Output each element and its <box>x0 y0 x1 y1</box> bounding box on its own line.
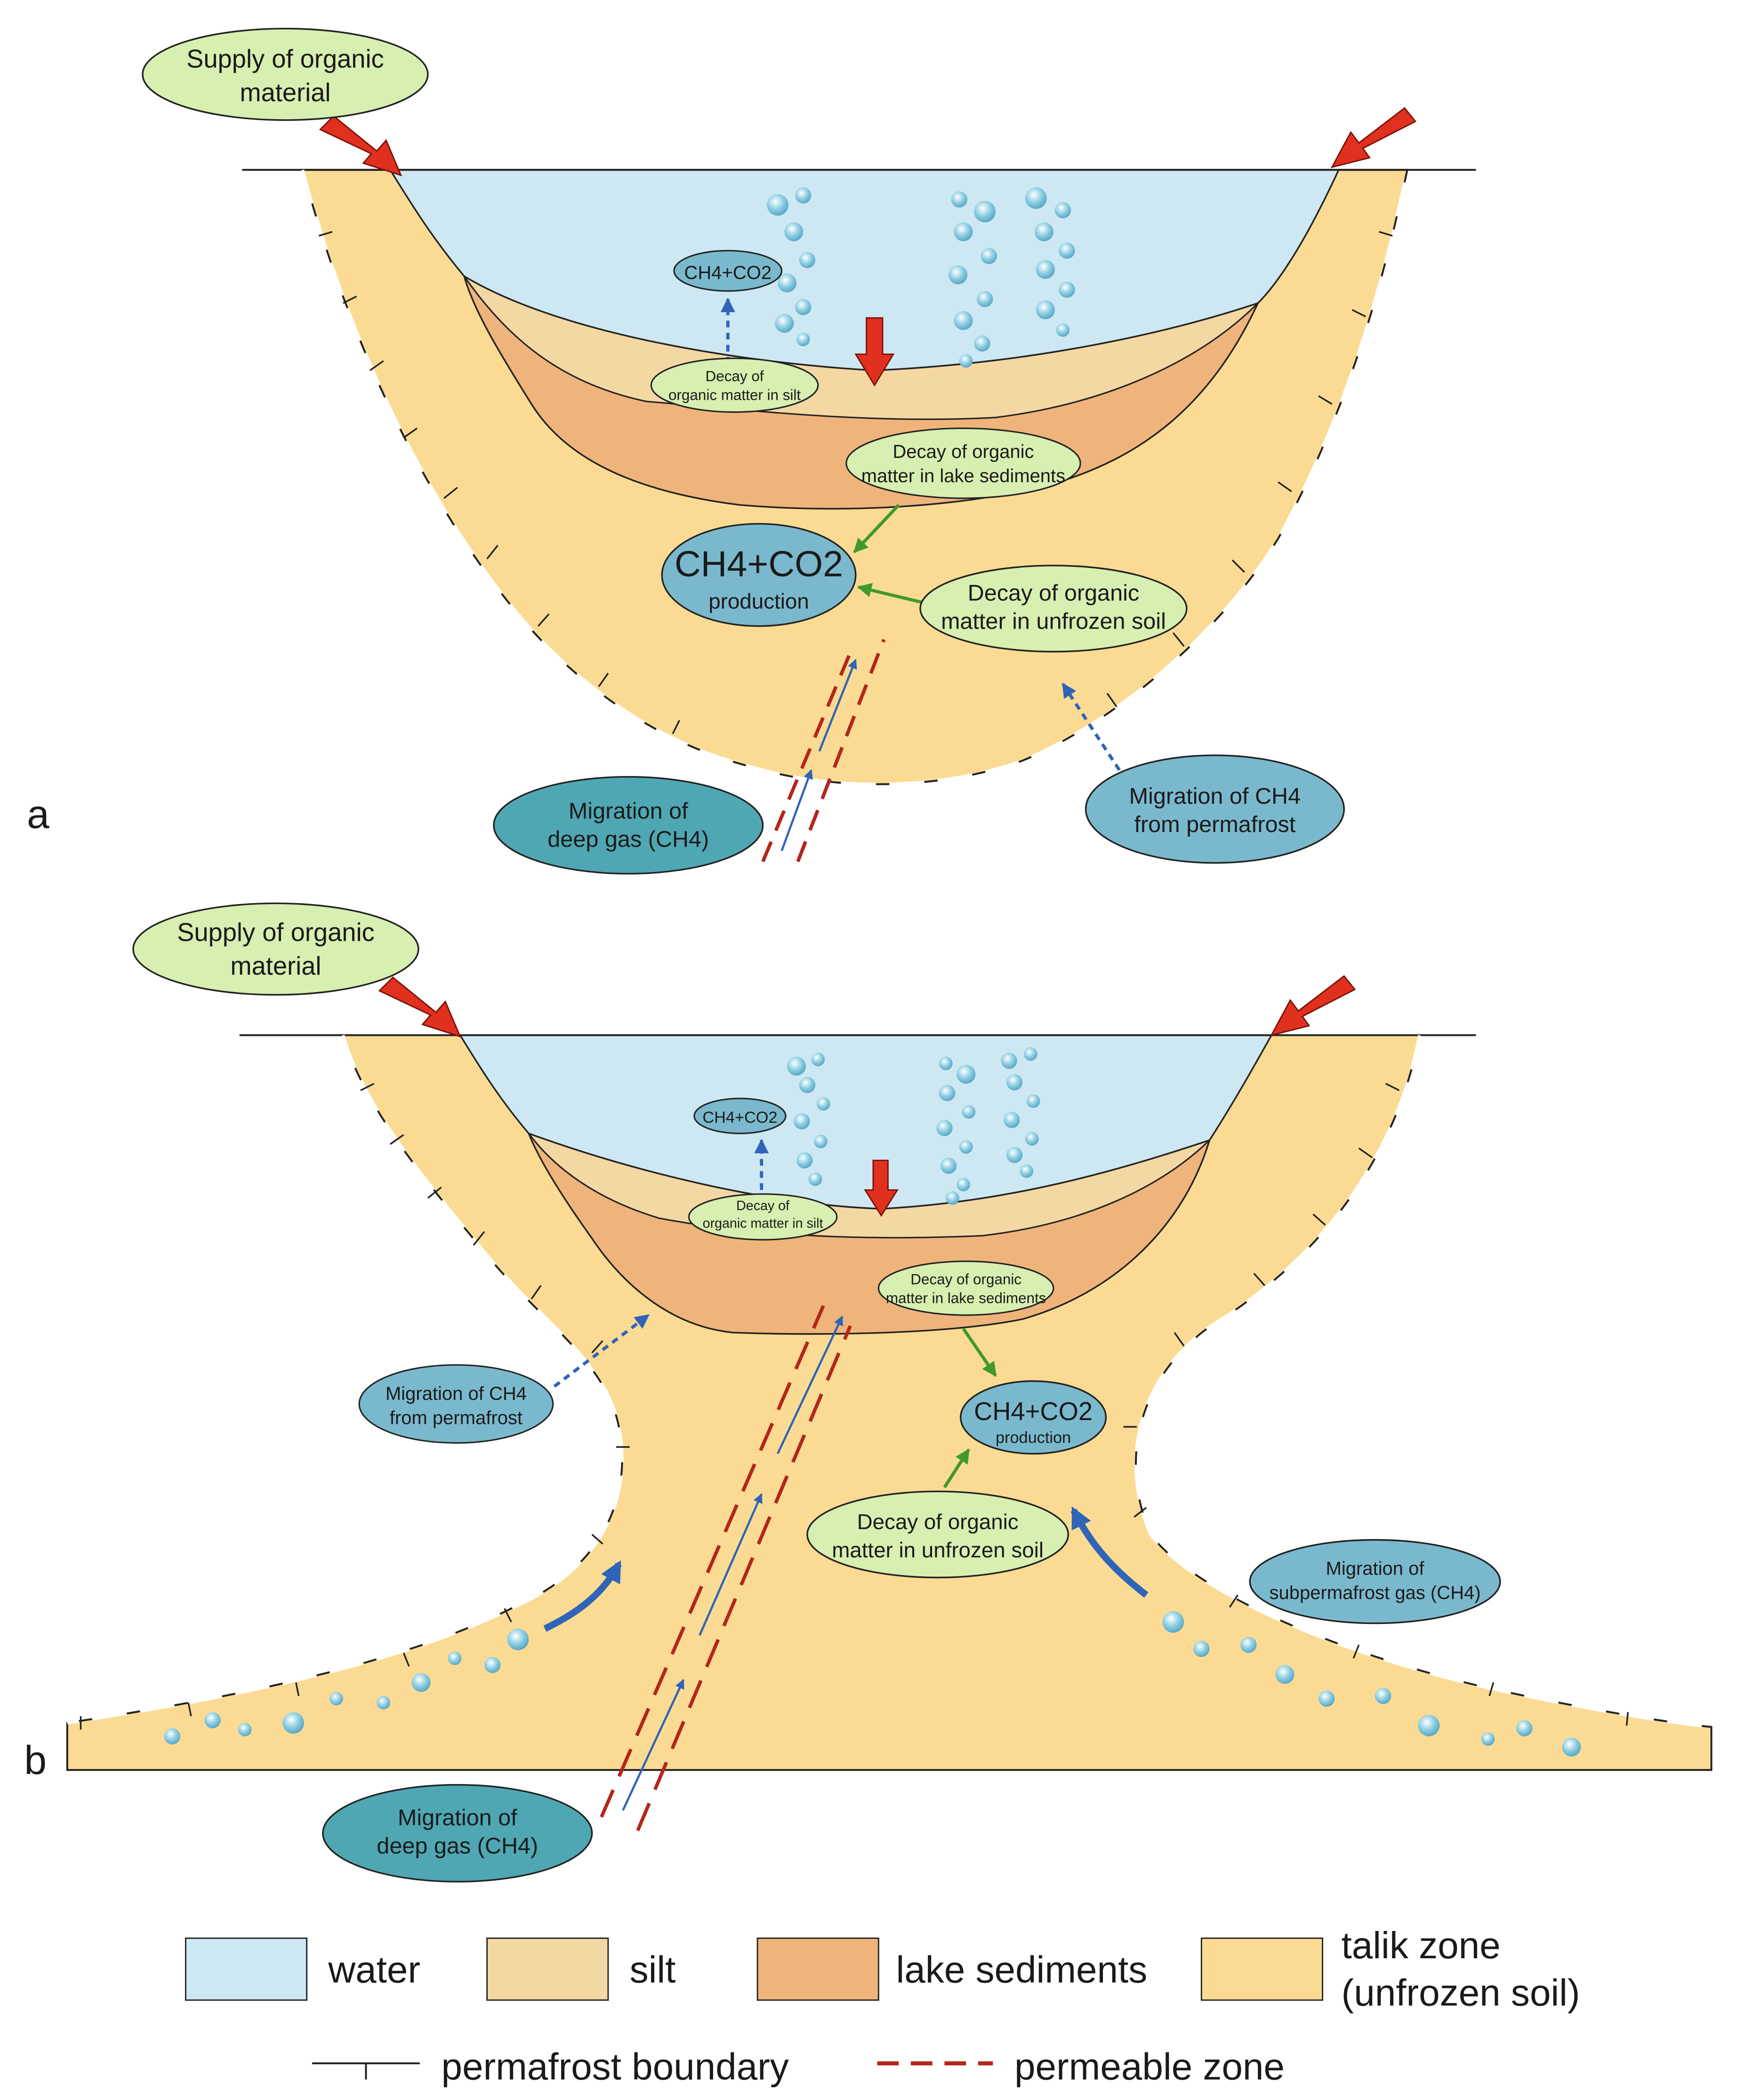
red-arrow-down-b <box>864 1159 899 1217</box>
deep-gas-arrow-a-1 <box>780 769 813 851</box>
panel-a: Supply of organic material CH4+CO2 Decay… <box>27 27 1476 875</box>
svg-text:Supply of organic: Supply of organic <box>177 918 375 946</box>
decay-soil-bubble-a: Decay of organic matter in unfrozen soil <box>919 565 1188 653</box>
permafrost-ticks-a <box>318 231 1393 735</box>
deep-gas-arrow-b-2 <box>699 1493 763 1636</box>
decay-silt-bubble-b: Decay of organic matter in silt <box>688 1193 838 1241</box>
supply-organic-bubble-b: Supply of organic material <box>132 902 419 996</box>
legend-swatch-silt <box>486 1937 609 2001</box>
svg-text:Decay of: Decay of <box>706 368 764 385</box>
legend-label-permeable-zone: permeable zone <box>1014 2045 1285 2087</box>
red-arrow-down-a <box>854 317 895 387</box>
legend-label-talik-1: talik zone <box>1342 1924 1501 1966</box>
legend-symbol-permafrost-boundary <box>312 2062 420 2080</box>
deep-gas-bubble-a: Migration of deep gas (CH4) <box>493 776 764 875</box>
panel-letter-a: a <box>27 792 49 837</box>
subpermafrost-gas-bubble-b: Migration of subpermafrost gas (CH4) <box>1249 1539 1501 1624</box>
permafrost-ch4-bubble-b: Migration of CH4 from permafrost <box>358 1364 554 1444</box>
panel-b: Supply of organic material CH4+CO2 Decay… <box>24 902 1713 1883</box>
ch4co2-production-bubble-b: CH4+CO2 production <box>959 1380 1107 1455</box>
permafrost-ch4-arrow-b <box>553 1314 650 1388</box>
svg-text:Decay of: Decay of <box>736 1198 789 1213</box>
ground-bubbles-left-b <box>164 1628 529 1745</box>
svg-text:production: production <box>996 1429 1071 1447</box>
deep-gas-arrow-b-1 <box>622 1679 685 1811</box>
permeable-zone-b-right <box>636 1325 852 1832</box>
permeable-zone-a-left <box>761 655 851 863</box>
svg-text:matter in lake sediments: matter in lake sediments <box>886 1290 1046 1306</box>
svg-text:Decay of organic: Decay of organic <box>857 1510 1019 1534</box>
svg-text:deep gas (CH4): deep gas (CH4) <box>547 826 709 852</box>
red-arrow-left-a <box>319 115 402 177</box>
svg-text:production: production <box>708 590 809 614</box>
legend-swatch-water <box>185 1937 308 2001</box>
legend-label-talik-2: (unfrozen soil) <box>1342 1971 1580 2013</box>
svg-text:matter in unfrozen soil: matter in unfrozen soil <box>941 608 1166 634</box>
water-bubbles-a <box>767 187 1075 368</box>
deep-gas-arrow-a-2 <box>818 659 857 752</box>
supply-organic-bubble-a: Supply of organic material <box>142 27 429 121</box>
svg-text:matter in unfrozen soil: matter in unfrozen soil <box>832 1538 1044 1562</box>
permafrost-ch4-bubble-a: Migration of CH4 from permafrost <box>1085 754 1345 864</box>
permafrost-boundary-b-right <box>1134 1034 1712 1728</box>
legend: water silt lake sediments talik zone (un… <box>185 1924 1580 2087</box>
svg-text:CH4+CO2: CH4+CO2 <box>702 1108 777 1126</box>
svg-text:Migration of: Migration of <box>1326 1559 1425 1579</box>
deep-gas-arrow-b-3 <box>776 1316 844 1454</box>
lake-to-production-arrow-b <box>962 1327 997 1377</box>
legend-label-lake-sediments: lake sediments <box>896 1949 1148 1991</box>
svg-text:CH4+CO2: CH4+CO2 <box>684 262 772 283</box>
svg-text:material: material <box>240 78 330 107</box>
ch4co2-small-bubble-b: CH4+CO2 <box>693 1098 787 1134</box>
svg-text:Decay of organic: Decay of organic <box>893 441 1034 462</box>
decay-soil-bubble-b: Decay of organic matter in unfrozen soil <box>806 1490 1070 1579</box>
red-arrow-right-b <box>1270 975 1356 1036</box>
legend-swatch-talik <box>1200 1937 1323 2001</box>
ch4co2-small-bubble-a: CH4+CO2 <box>673 250 783 292</box>
decay-silt-bubble-a: Decay of organic matter in silt <box>650 357 819 413</box>
panel-letter-b: b <box>24 1738 47 1783</box>
subpermafrost-gas-arrow-right-b <box>1070 1506 1149 1598</box>
water-bubbles-b <box>787 1047 1040 1205</box>
svg-text:Decay of organic: Decay of organic <box>968 580 1140 606</box>
svg-text:material: material <box>230 952 321 980</box>
svg-text:Migration of CH4: Migration of CH4 <box>386 1383 527 1404</box>
svg-text:organic matter in silt: organic matter in silt <box>703 1216 823 1231</box>
decay-lake-bubble-a: Decay of organic matter in lake sediment… <box>845 427 1081 499</box>
permafrost-ticks-b <box>80 1082 1629 1730</box>
soil-to-production-arrow-b <box>943 1448 970 1488</box>
deep-gas-bubble-b: Migration of deep gas (CH4) <box>322 1784 593 1883</box>
permafrost-boundary-b-left <box>67 1034 624 1725</box>
svg-text:Migration of: Migration of <box>398 1805 517 1830</box>
red-arrow-left-b <box>378 976 462 1038</box>
svg-text:Migration of: Migration of <box>569 798 688 824</box>
svg-text:Migration of CH4: Migration of CH4 <box>1129 783 1301 809</box>
legend-label-permafrost-boundary: permafrost boundary <box>441 2045 788 2087</box>
svg-text:from permafrost: from permafrost <box>1134 812 1295 837</box>
permeable-zone-a-right <box>796 638 886 863</box>
legend-label-water: water <box>328 1949 420 1991</box>
svg-text:CH4+CO2: CH4+CO2 <box>974 1397 1093 1426</box>
decay-lake-bubble-b: Decay of organic matter in lake sediment… <box>877 1260 1054 1316</box>
red-arrow-right-a <box>1330 107 1416 169</box>
svg-text:deep gas (CH4): deep gas (CH4) <box>377 1833 538 1858</box>
soil-to-production-arrow-a <box>857 583 926 605</box>
svg-text:matter in lake sediments: matter in lake sediments <box>861 466 1066 486</box>
permafrost-boundary-a <box>301 169 1409 786</box>
permafrost-ch4-arrow-a <box>1061 683 1121 771</box>
svg-text:CH4+CO2: CH4+CO2 <box>675 544 843 584</box>
subpermafrost-gas-arrow-left-b <box>543 1560 622 1632</box>
lake-to-production-arrow-a <box>853 504 900 553</box>
legend-swatch-lake-sediments <box>756 1937 879 2001</box>
svg-text:Decay of organic: Decay of organic <box>910 1271 1021 1287</box>
legend-label-silt: silt <box>630 1949 676 1991</box>
ground-bubbles-right-b <box>1162 1611 1581 1757</box>
svg-text:subpermafrost gas (CH4): subpermafrost gas (CH4) <box>1269 1583 1480 1603</box>
svg-text:Supply of organic: Supply of organic <box>186 45 384 73</box>
svg-text:from permafrost: from permafrost <box>390 1408 523 1429</box>
permeable-zone-b-left <box>600 1305 825 1818</box>
svg-text:organic matter in silt: organic matter in silt <box>668 387 801 404</box>
ch4co2-production-bubble-a: CH4+CO2 production <box>661 523 857 627</box>
